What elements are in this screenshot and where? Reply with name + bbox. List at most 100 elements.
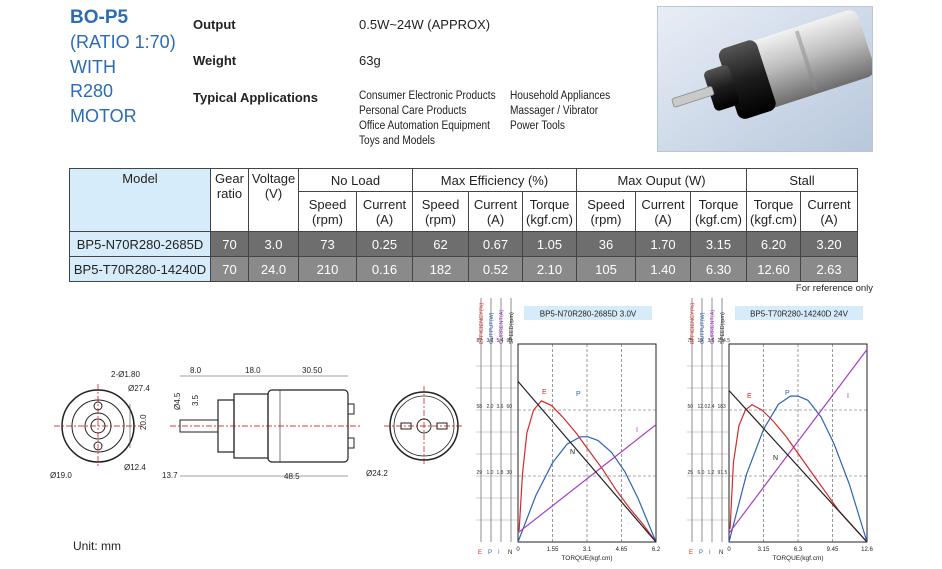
y-tick-label: 58 xyxy=(477,404,483,410)
table-cell: 24.0 xyxy=(248,256,299,282)
dim-label: Ø12.4 xyxy=(124,463,146,472)
x-tick-label: 3.1 xyxy=(583,547,592,553)
x-axis-label: TORQUE(kgf.cm) xyxy=(561,555,612,562)
subheader-current: Current (A) xyxy=(468,191,523,232)
series-line-e xyxy=(729,403,868,543)
axis-letter: E xyxy=(689,550,693,556)
subheader-speed: Speed (rpm) xyxy=(298,191,357,232)
series-line-n xyxy=(728,390,868,543)
y-tick-label: 2.4 xyxy=(708,404,715,410)
table-cell: 105 xyxy=(576,256,636,282)
axis-letter: N xyxy=(508,550,512,556)
axis-letter: I xyxy=(498,550,500,556)
axis-label: OUTPUT(W) xyxy=(700,312,706,344)
product-subtitle-line: MOTOR xyxy=(70,105,137,126)
table-cell: 1.40 xyxy=(635,256,691,282)
header-model: Model xyxy=(69,168,211,232)
output-value: 0.5W~24W (APPROX) xyxy=(359,17,491,32)
product-name: BO-P5 xyxy=(70,7,129,28)
axis-label: EFFICIENCY(%) xyxy=(479,303,485,344)
series-line-i xyxy=(728,349,868,534)
dim-label: 20.0 xyxy=(139,414,148,430)
applications-label: Typical Applications xyxy=(193,90,318,105)
table-cell: 210 xyxy=(298,256,357,282)
y-tick-label: 1.0 xyxy=(487,470,494,476)
x-axis-label: TORQUE(kgf.cm) xyxy=(772,555,823,562)
y-tick-label: 60 xyxy=(507,404,513,410)
series-label: E xyxy=(542,389,547,396)
header-voltage: Voltage (V) xyxy=(248,168,299,232)
chart-title-box xyxy=(735,306,863,320)
product-photo xyxy=(657,6,873,152)
dim-label: Ø4.5 xyxy=(173,392,182,410)
performance-chart-2: EFFICIENCY(%)EOUTPUT(W)PCURRENT(A)ISPEED… xyxy=(687,298,873,562)
unit-note: Unit: mm xyxy=(73,539,121,553)
x-tick-label: 0 xyxy=(516,547,520,553)
subheader-speed: Speed (rpm) xyxy=(412,191,469,232)
application-item: Toys and Models xyxy=(359,135,435,147)
dimension-drawing: 2-Ø1.80 Ø27.4 20.0 Ø12.4 Ø19.0 8.0 18.0 … xyxy=(50,366,464,481)
table-cell-model: BP5-N70R280-2685D xyxy=(69,231,211,257)
series-line-p xyxy=(728,395,868,543)
table-cell: 2.10 xyxy=(522,256,577,282)
subheader-torque: Torque (kgf.cm) xyxy=(690,191,747,232)
table-cell: 0.67 xyxy=(468,231,523,257)
table-cell: 70 xyxy=(210,256,249,282)
y-tick-label: 12.0 xyxy=(698,404,708,410)
y-tick-label: 19 xyxy=(698,338,704,344)
x-tick-label: 4.65 xyxy=(616,547,628,553)
x-tick-label: 12.6 xyxy=(861,547,873,553)
dim-label: 18.0 xyxy=(245,366,261,375)
table-cell: 6.30 xyxy=(690,256,747,282)
x-tick-label: 3.15 xyxy=(758,547,770,553)
table-cell: 3.20 xyxy=(800,231,858,257)
y-tick-label: 50 xyxy=(688,404,694,410)
series-label: P xyxy=(576,391,581,398)
application-item: Power Tools xyxy=(510,120,565,132)
y-tick-label: 1.2 xyxy=(708,470,715,476)
table-cell: 0.25 xyxy=(356,231,413,257)
y-tick-label: 274.5 xyxy=(718,338,731,344)
x-tick-label: 6.3 xyxy=(794,547,803,553)
table-cell: 36 xyxy=(576,231,636,257)
axis-label: SPEED(rpm) xyxy=(720,312,726,344)
y-tick-label: 3.6 xyxy=(497,404,504,410)
x-tick-label: 9.45 xyxy=(827,547,839,553)
subheader-torque: Torque (kgf.cm) xyxy=(522,191,577,232)
y-tick-label: 3.2 xyxy=(487,338,494,344)
table-cell: 62 xyxy=(412,231,469,257)
dim-label: 48.5 xyxy=(284,472,300,481)
product-title-block: BO-P5 (RATIO 1:70) WITH R280 MOTOR xyxy=(70,6,190,128)
table-row: BP5-T70R280-14240D 70 24.0 210 0.16 182 … xyxy=(69,256,858,282)
dim-label: 30.50 xyxy=(302,366,323,375)
dim-label: 13.7 xyxy=(162,471,178,480)
y-tick-label: 30 xyxy=(507,470,513,476)
header-max-output: Max Ouput (W) xyxy=(576,168,747,192)
y-tick-label: 183 xyxy=(718,404,727,410)
table-cell: 12.60 xyxy=(746,256,801,282)
axis-label: CURRENT(A) xyxy=(499,310,505,344)
axis-label: OUTPUT(W) xyxy=(489,312,495,344)
y-tick-label: 29 xyxy=(477,470,483,476)
dim-label: 2-Ø1.80 xyxy=(111,370,140,379)
table-cell: 182 xyxy=(412,256,469,282)
axis-letter: E xyxy=(478,550,482,556)
product-subtitle-line: WITH xyxy=(70,56,116,77)
table-row: BP5-N70R280-2685D 70 3.0 73 0.25 62 0.67… xyxy=(69,231,858,257)
chart-title: BP5-N70R280-2685D 3.0V xyxy=(540,310,637,319)
axis-letter: P xyxy=(699,550,703,556)
table-cell: 3.15 xyxy=(690,231,747,257)
table-cell: 70 xyxy=(210,231,249,257)
subheader-current: Current (A) xyxy=(356,191,413,232)
series-label: E xyxy=(747,393,752,400)
series-line-e xyxy=(518,400,657,543)
header-gear-ratio: Gear ratio xyxy=(210,168,249,232)
application-item: Consumer Electronic Products xyxy=(359,90,496,102)
table-cell: 6.20 xyxy=(746,231,801,257)
x-tick-label: 6.2 xyxy=(652,547,661,553)
series-label: N xyxy=(773,455,778,462)
table-cell: 1.70 xyxy=(635,231,691,257)
dim-label: 3.5 xyxy=(191,394,200,406)
dim-label: Ø19.0 xyxy=(50,471,72,480)
header-max-efficiency: Max Efficiency (%) xyxy=(412,168,577,192)
